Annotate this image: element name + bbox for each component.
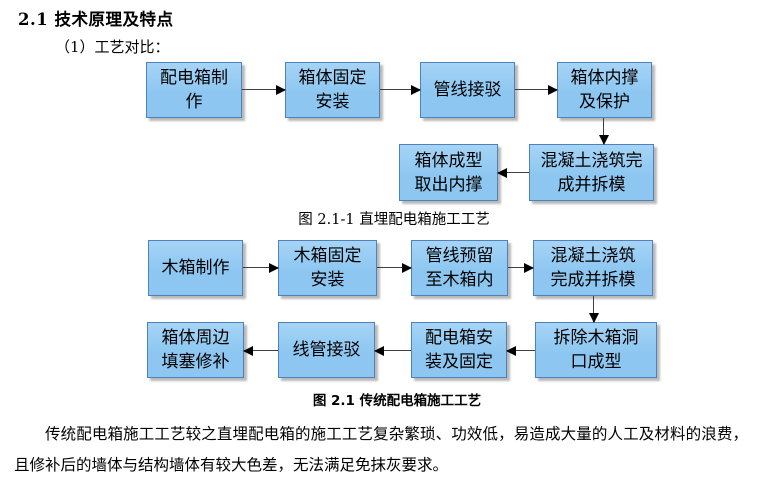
arrow-right-icon [243,262,279,273]
flow-step-box: 管线接驳 [420,62,515,118]
arrow-right-icon [242,84,286,95]
arrow-down-icon [588,296,599,323]
flow-step-box: 混凝土浇筑 完成并拆模 [533,240,653,296]
arrow-right-icon [515,84,558,95]
flow-step-box: 箱体成型 取出内撑 [399,144,498,201]
flow-step-box: 木箱制作 [148,240,243,296]
arrow-right-icon [377,262,412,273]
flow-step-box: 配电箱安 装及固定 [411,322,507,378]
figure-caption: 图 2.1-1 直埋配电箱施工工艺 [298,212,490,228]
flow-step-box: 拆除木箱洞 口成型 [535,322,657,378]
body-paragraph: 传统配电箱施工工艺较之直埋配电箱的施工工艺复杂繁琐、功效低，易造成大量的人工及材… [14,425,748,474]
flow-step-box: 箱体内撑 及保护 [557,62,652,118]
flow-step-box: 混凝土浇筑完 成并拆模 [529,144,654,201]
flow-step-box: 木箱固定 安装 [278,240,377,296]
arrow-left-icon [374,345,411,356]
arrow-down-icon [598,118,609,145]
figure-caption: 图 2.1 传统配电箱施工工艺 [312,393,482,409]
arrow-left-icon [506,345,535,356]
arrow-left-icon [243,345,278,356]
arrow-right-icon [508,262,534,273]
list-item-process-comparison: （1）工艺对比： [55,38,170,56]
section-heading: 2.1 技术原理及特点 [18,10,174,29]
arrow-left-icon [497,167,529,178]
flow-step-box: 箱体固定 安装 [285,62,380,118]
arrow-right-icon [380,84,421,95]
flow-step-box: 管线预留 至木箱内 [411,240,508,296]
flow-step-box: 箱体周边 填塞修补 [147,322,244,378]
flow-step-box: 配电箱制 作 [146,62,242,118]
flow-step-box: 线管接驳 [278,322,375,378]
